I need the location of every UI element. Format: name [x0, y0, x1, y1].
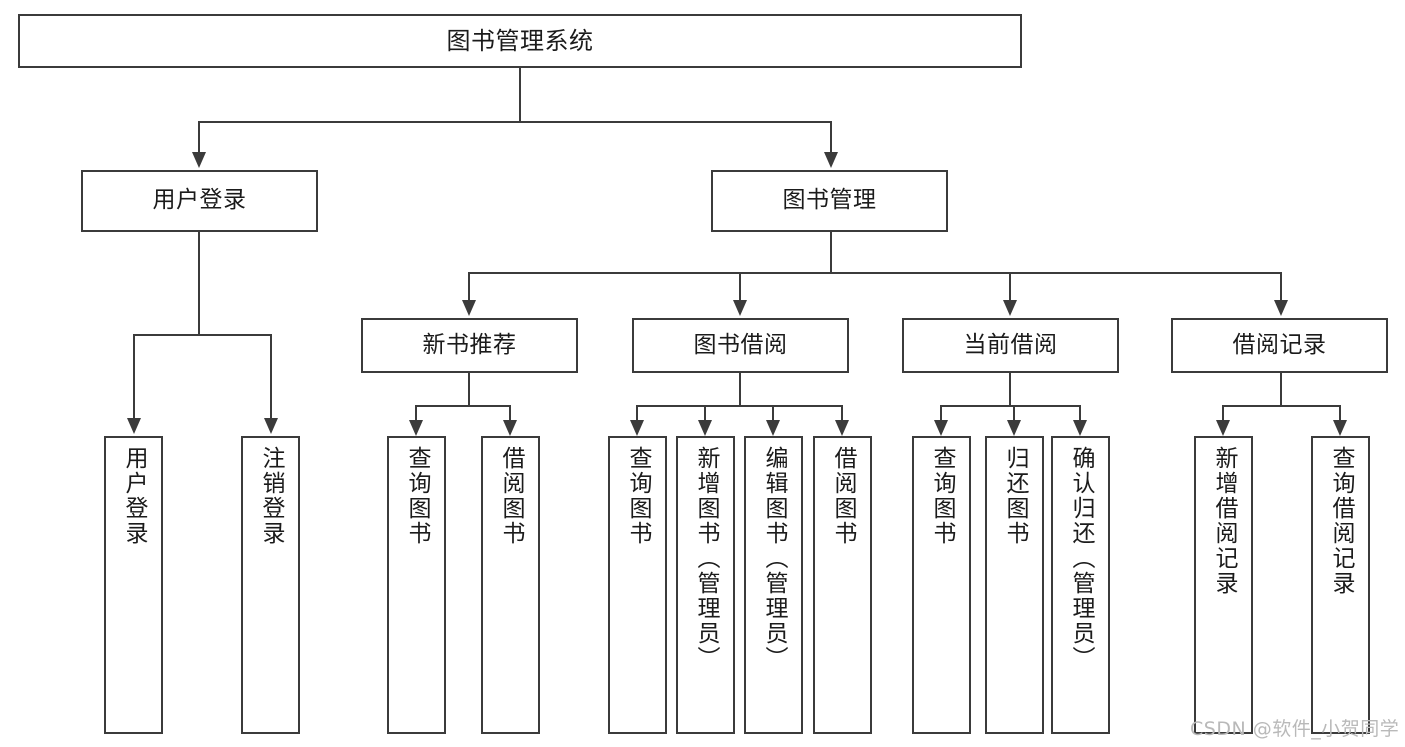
node-label: 注销登录: [258, 446, 284, 546]
node-label: 归还图书: [1002, 446, 1028, 546]
edge-new-book-bus: [415, 405, 510, 407]
edge-book-borrow-drop-4: [841, 405, 843, 422]
edge-book-borrow-drop-2: [704, 405, 706, 422]
node-label: 编辑图书（管理员）: [761, 446, 787, 671]
edge-book-borrow-drop-1: [636, 405, 638, 422]
node-label: 查询借阅记录: [1328, 446, 1354, 596]
leaf-query-book-recommend[interactable]: 查询图书: [387, 436, 446, 734]
arrow-to-user-login-icon: [192, 152, 206, 168]
node-label: 用户登录: [152, 187, 247, 214]
edge-borrow-record-drop-1: [1222, 405, 1224, 422]
arrow-new-book-icon: [462, 300, 476, 316]
arrow-current-borrow-icon: [1003, 300, 1017, 316]
edge-user-login-drop-1: [133, 334, 135, 420]
node-label: 借阅图书: [498, 446, 524, 546]
edge-book-borrow-drop-3: [772, 405, 774, 422]
arrow-borrow-record-leaf-1-icon: [1216, 420, 1230, 436]
edge-user-login-stem: [198, 232, 200, 336]
edge-book-mgmt-drop-1: [468, 272, 470, 302]
node-borrow-record[interactable]: 借阅记录: [1171, 318, 1388, 373]
edge-current-borrow-drop-3: [1079, 405, 1081, 422]
node-label: 借阅图书: [830, 446, 856, 546]
arrow-new-book-leaf-2-icon: [503, 420, 517, 436]
node-user-login[interactable]: 用户登录: [81, 170, 318, 232]
leaf-query-book-current[interactable]: 查询图书: [912, 436, 971, 734]
leaf-user-login[interactable]: 用户登录: [104, 436, 163, 734]
node-label: 借阅记录: [1232, 331, 1327, 358]
edge-borrow-record-drop-2: [1339, 405, 1341, 422]
leaf-edit-book-admin[interactable]: 编辑图书（管理员）: [744, 436, 803, 734]
edge-current-borrow-drop-2: [1013, 405, 1015, 422]
edge-root-to-book-mgmt: [830, 121, 832, 154]
edge-book-borrow-stem: [739, 373, 741, 407]
arrow-book-borrow-icon: [733, 300, 747, 316]
node-book-borrow[interactable]: 图书借阅: [632, 318, 849, 373]
edge-root-stem: [519, 68, 521, 122]
node-label: 用户登录: [121, 446, 147, 546]
leaf-logout-login[interactable]: 注销登录: [241, 436, 300, 734]
edge-new-book-drop-1: [415, 405, 417, 422]
edge-user-login-drop-2: [270, 334, 272, 420]
edge-book-mgmt-bus: [468, 272, 1280, 274]
arrow-book-borrow-leaf-3-icon: [766, 420, 780, 436]
leaf-return-book[interactable]: 归还图书: [985, 436, 1044, 734]
node-current-borrow[interactable]: 当前借阅: [902, 318, 1119, 373]
node-book-management[interactable]: 图书管理: [711, 170, 948, 232]
edge-book-mgmt-drop-2: [739, 272, 741, 302]
leaf-add-borrow-record[interactable]: 新增借阅记录: [1194, 436, 1253, 734]
edge-new-book-stem: [468, 373, 470, 407]
edge-book-mgmt-drop-4: [1280, 272, 1282, 302]
node-label: 新增图书（管理员）: [693, 446, 719, 671]
arrow-book-borrow-leaf-2-icon: [698, 420, 712, 436]
edge-book-mgmt-stem: [830, 232, 832, 274]
leaf-query-borrow-record[interactable]: 查询借阅记录: [1311, 436, 1370, 734]
arrow-current-borrow-leaf-2-icon: [1007, 420, 1021, 436]
arrow-to-book-mgmt-icon: [824, 152, 838, 168]
leaf-borrow-book[interactable]: 借阅图书: [813, 436, 872, 734]
edge-root-bus: [198, 121, 832, 123]
node-new-book-recommend[interactable]: 新书推荐: [361, 318, 578, 373]
node-label: 查询图书: [404, 446, 430, 546]
arrow-current-borrow-leaf-3-icon: [1073, 420, 1087, 436]
arrow-user-login-2-icon: [264, 418, 278, 434]
node-label: 查询图书: [929, 446, 955, 546]
edge-current-borrow-bus: [940, 405, 1081, 407]
edge-root-to-user-login: [198, 121, 200, 154]
arrow-book-borrow-leaf-4-icon: [835, 420, 849, 436]
arrow-borrow-record-icon: [1274, 300, 1288, 316]
csdn-watermark: CSDN @软件_小贺同学: [1190, 718, 1400, 740]
arrow-current-borrow-leaf-1-icon: [934, 420, 948, 436]
edge-borrow-record-bus: [1222, 405, 1340, 407]
node-root-system[interactable]: 图书管理系统: [18, 14, 1022, 68]
arrow-book-borrow-leaf-1-icon: [630, 420, 644, 436]
edge-new-book-drop-2: [509, 405, 511, 422]
edge-current-borrow-drop-1: [940, 405, 942, 422]
arrow-borrow-record-leaf-2-icon: [1333, 420, 1347, 436]
leaf-query-book-borrow[interactable]: 查询图书: [608, 436, 667, 734]
node-label: 确认归还（管理员）: [1068, 446, 1094, 671]
node-label: 图书管理: [782, 187, 877, 214]
node-label: 当前借阅: [963, 331, 1058, 358]
node-label: 查询图书: [625, 446, 651, 546]
node-label: 新书推荐: [422, 331, 517, 358]
leaf-add-book-admin[interactable]: 新增图书（管理员）: [676, 436, 735, 734]
edge-book-borrow-bus: [636, 405, 842, 407]
leaf-borrow-book-recommend[interactable]: 借阅图书: [481, 436, 540, 734]
node-label: 图书借阅: [693, 331, 788, 358]
node-label: 新增借阅记录: [1211, 446, 1237, 596]
node-label: 图书管理系统: [446, 26, 594, 55]
edge-borrow-record-stem: [1280, 373, 1282, 407]
leaf-confirm-return-admin[interactable]: 确认归还（管理员）: [1051, 436, 1110, 734]
edge-book-mgmt-drop-3: [1009, 272, 1011, 302]
edge-current-borrow-stem: [1009, 373, 1011, 407]
arrow-new-book-leaf-1-icon: [409, 420, 423, 436]
edge-user-login-bus: [133, 334, 271, 336]
arrow-user-login-1-icon: [127, 418, 141, 434]
